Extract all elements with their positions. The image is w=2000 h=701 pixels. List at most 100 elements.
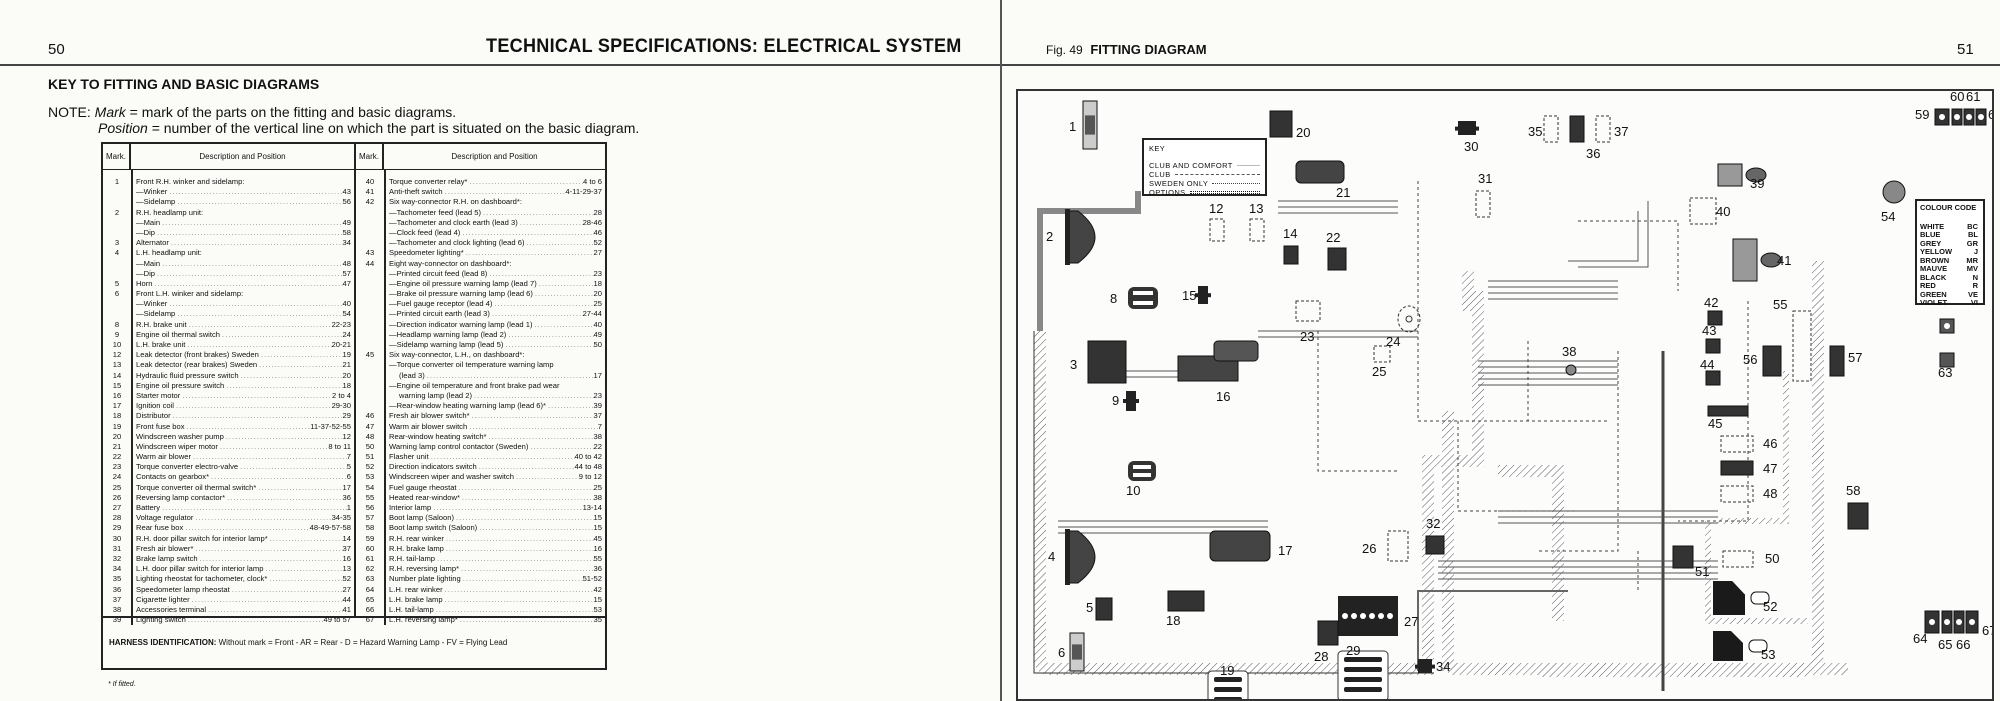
body-harness bbox=[1442, 291, 1484, 671]
row-mark bbox=[356, 320, 384, 330]
leader-dots bbox=[425, 371, 594, 381]
row-mark: 5 bbox=[114, 278, 120, 288]
dash-harness bbox=[1462, 271, 1564, 621]
table-row: 8R.H. brake unit22-23 bbox=[103, 320, 354, 330]
header-rule bbox=[0, 64, 1000, 66]
component-number: 15 bbox=[1182, 288, 1196, 303]
harness-label: HARNESS IDENTIFICATION: bbox=[109, 638, 217, 647]
row-mark: 54 bbox=[365, 482, 375, 492]
row-mark bbox=[103, 197, 131, 207]
running-title: TECHNICAL SPECIFICATIONS: ELECTRICAL SYS… bbox=[486, 36, 962, 57]
row-mark bbox=[103, 259, 131, 269]
table-row: —Printed circuit earth (lead 3)27-44 bbox=[356, 309, 605, 319]
left-page: 50 TECHNICAL SPECIFICATIONS: ELECTRICAL … bbox=[0, 0, 1000, 701]
row-description: Brake lamp switch bbox=[136, 553, 198, 563]
colour-name: RED bbox=[1920, 281, 1936, 290]
row-position: 39 bbox=[593, 401, 602, 411]
row-mark bbox=[356, 238, 384, 248]
row-description: —Headlamp warning lamp (lead 2) bbox=[389, 329, 507, 339]
line-sample-dashed bbox=[1174, 174, 1260, 175]
key-entry: OPTIONS bbox=[1149, 188, 1260, 197]
row-description: Windscreen wiper motor bbox=[136, 441, 218, 451]
note-position-term: Position bbox=[98, 120, 148, 136]
component-number: 63 bbox=[1938, 365, 1952, 380]
row-description: —Dip bbox=[136, 227, 155, 237]
right-page: Fig. 49 FITTING DIAGRAM 51 bbox=[1000, 0, 2000, 701]
component-25 bbox=[1373, 345, 1391, 363]
leader-dots bbox=[175, 197, 342, 207]
leader-dots bbox=[487, 432, 594, 442]
row-position: 27 bbox=[342, 584, 351, 594]
row-mark: 34 bbox=[112, 564, 122, 574]
table-row: 65L.H. brake lamp15 bbox=[356, 595, 605, 605]
component-number: 8 bbox=[1110, 291, 1117, 306]
row-mark: 6 bbox=[114, 289, 120, 299]
row-position: 43 bbox=[342, 187, 351, 197]
table-row: —Sidelamp54 bbox=[103, 309, 354, 319]
table-row: —Torque converter oil temperature warnin… bbox=[356, 360, 605, 370]
row-description: Engine oil pressure switch bbox=[136, 380, 225, 390]
row-mark: 67 bbox=[365, 615, 375, 625]
component-22 bbox=[1327, 247, 1347, 271]
leader-dots bbox=[481, 208, 594, 218]
row-mark: 21 bbox=[112, 441, 122, 451]
row-description: —Printed circuit feed (lead 8) bbox=[389, 268, 488, 278]
row-description: Interior lamp bbox=[389, 503, 432, 512]
row-position: 45 bbox=[593, 533, 602, 543]
row-mark: 1 bbox=[114, 177, 120, 186]
row-description: Front L.H. winker and sidelamp: bbox=[136, 289, 244, 299]
row-mark: 25 bbox=[112, 482, 122, 492]
component-14 bbox=[1283, 245, 1299, 265]
leader-dots bbox=[169, 238, 343, 248]
row-position: 22-23 bbox=[331, 319, 351, 329]
row-position: 19 bbox=[342, 350, 351, 360]
leader-dots bbox=[183, 523, 309, 533]
row-mark: 51 bbox=[365, 452, 375, 462]
leader-dots bbox=[225, 493, 342, 503]
leader-dots bbox=[477, 523, 593, 533]
leader-dots bbox=[224, 381, 342, 391]
leader-dots bbox=[190, 595, 343, 605]
row-description: —Tachometer and clock lighting (lead 6) bbox=[389, 238, 525, 248]
row-description: Eight way-connector on dashboard*: bbox=[389, 258, 512, 268]
table-row: —Headlamp warning lamp (lead 2)49 bbox=[356, 330, 605, 340]
row-description: L.H. tail-lamp bbox=[389, 604, 434, 614]
component-58 bbox=[1847, 502, 1869, 530]
row-description: Ignition coil bbox=[136, 401, 174, 411]
component-number: 64 bbox=[1913, 631, 1927, 646]
components-layer bbox=[1065, 100, 1987, 699]
table-row: 6 Front L.H. winker and sidelamp: bbox=[103, 289, 354, 299]
row-mark: 27 bbox=[112, 503, 122, 512]
component-56 bbox=[1762, 345, 1782, 377]
leader-dots bbox=[174, 401, 332, 411]
row-position: 41 bbox=[342, 604, 351, 614]
row-position: 29-30 bbox=[331, 401, 351, 411]
component-number: 18 bbox=[1166, 613, 1180, 628]
row-description: Accessories terminal bbox=[136, 604, 207, 614]
component-number: 61 bbox=[1966, 91, 1980, 104]
component-number: 29 bbox=[1346, 643, 1360, 658]
row-position: 21 bbox=[342, 360, 351, 370]
component-3 bbox=[1087, 340, 1127, 384]
row-mark: 14 bbox=[112, 370, 122, 380]
leader-dots bbox=[198, 554, 343, 564]
table-row: 61R.H. tail-lamp55 bbox=[356, 554, 605, 564]
row-position: 20 bbox=[593, 289, 602, 299]
row-description: Direction indicators switch bbox=[389, 462, 477, 472]
row-position: 29 bbox=[342, 411, 351, 421]
row-mark: 3 bbox=[114, 238, 120, 248]
row-position: 6 bbox=[346, 472, 351, 482]
row-description: Lighting switch bbox=[136, 615, 186, 625]
row-mark bbox=[356, 391, 384, 401]
component-54 bbox=[1882, 180, 1906, 204]
